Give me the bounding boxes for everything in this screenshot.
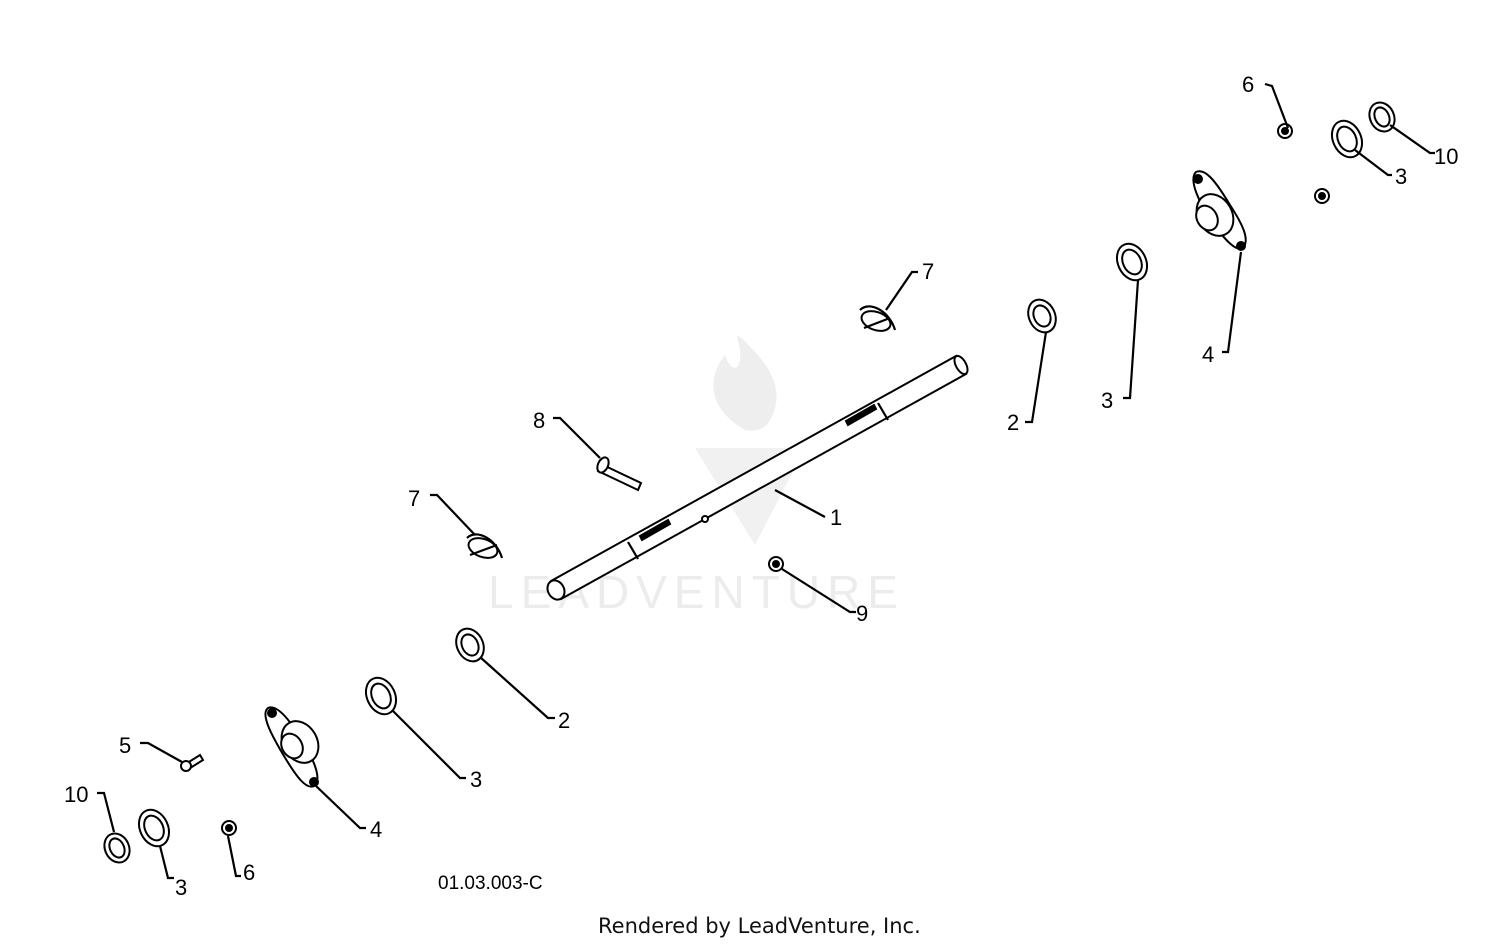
callout-3-upper-mid: 3 — [1101, 388, 1113, 413]
callout-3-lower-left: 3 — [175, 875, 187, 900]
callout-2-upper: 2 — [1007, 410, 1019, 435]
drawing-code: 01.03.003-C — [438, 873, 543, 894]
hairpin-clip-part-upper[interactable] — [859, 305, 897, 334]
callout-3-lower-mid: 3 — [470, 767, 482, 792]
seal-part-upper[interactable] — [1365, 98, 1399, 135]
callout-8: 8 — [533, 408, 545, 433]
rendered-by-footer: Rendered by LeadVenture, Inc. — [598, 914, 921, 938]
leadventure-watermark: LEADVENTURE — [488, 335, 898, 618]
washer-part-upper-right[interactable] — [1326, 116, 1367, 162]
flange-bearing-part-lower[interactable] — [264, 706, 325, 788]
hairpin-clip-part-lower[interactable] — [466, 533, 504, 561]
callout-7-upper: 7 — [922, 259, 934, 284]
callout-1: 1 — [830, 505, 842, 530]
nut-part-upper[interactable] — [1277, 123, 1293, 139]
callout-3-upper-right: 3 — [1395, 164, 1407, 189]
nut-part-mid-right[interactable] — [1314, 188, 1330, 204]
bushing-part-upper[interactable] — [1023, 295, 1061, 337]
callout-9: 9 — [856, 601, 868, 626]
callout-10-lower: 10 — [64, 782, 88, 807]
callout-5: 5 — [119, 733, 131, 758]
callout-10-upper: 10 — [1434, 144, 1458, 169]
callout-4-upper: 4 — [1202, 342, 1214, 367]
callout-6-lower: 6 — [243, 860, 255, 885]
flange-bearing-part-upper[interactable] — [1189, 170, 1247, 251]
bushing-part-lower[interactable] — [451, 624, 489, 666]
callout-6-upper: 6 — [1242, 72, 1254, 97]
callout-4-lower: 4 — [370, 817, 382, 842]
bolt-part[interactable] — [180, 753, 205, 772]
washer-part-upper-mid[interactable] — [1111, 239, 1152, 285]
nut-part-center[interactable] — [768, 556, 784, 572]
watermark-flame-icon — [713, 335, 777, 431]
clevis-pin-part[interactable] — [595, 456, 643, 492]
nut-part-lower[interactable] — [221, 820, 237, 836]
washer-part-lower-left[interactable] — [133, 805, 174, 851]
callout-2-lower: 2 — [558, 708, 570, 733]
callout-7-lower: 7 — [408, 486, 420, 511]
washer-part-lower-mid[interactable] — [360, 673, 401, 719]
shaft-part[interactable] — [544, 354, 970, 603]
seal-part-lower[interactable] — [100, 829, 134, 866]
